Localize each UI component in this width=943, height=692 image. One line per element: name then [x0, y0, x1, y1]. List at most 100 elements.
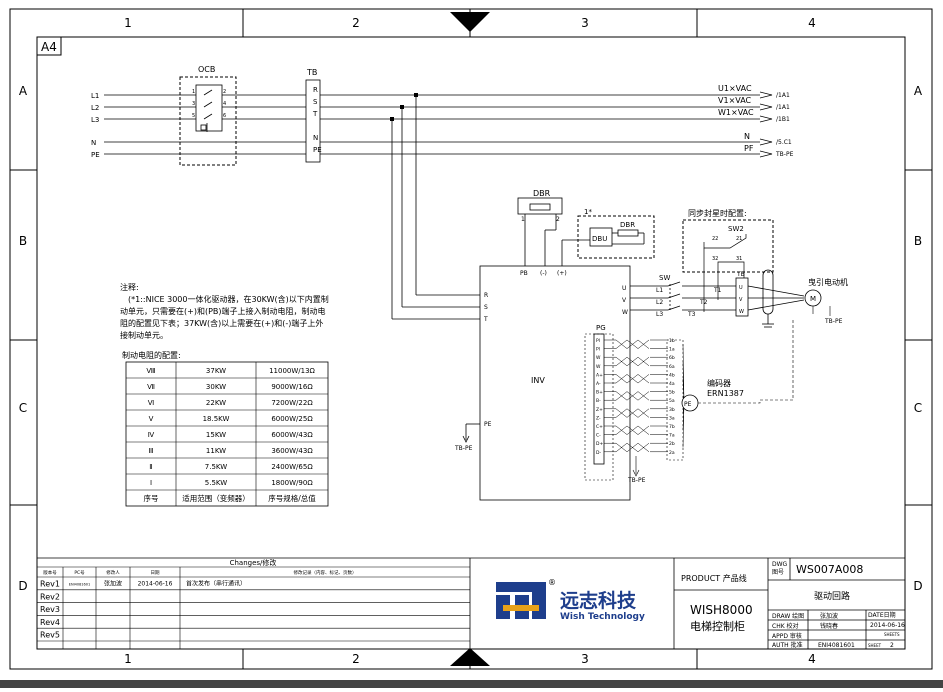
- inv-terminal-minus: (-): [540, 270, 547, 277]
- pg-pin-label: C+: [596, 424, 603, 430]
- output-ref: /1B1: [776, 116, 790, 123]
- output-ref: /1A1: [776, 104, 790, 111]
- inner-frame: [36, 36, 906, 650]
- col-label: 4: [808, 652, 816, 666]
- row-label: C: [914, 401, 922, 415]
- brake-row-index: Ⅷ: [146, 367, 155, 375]
- dbr-label: DBR: [533, 189, 551, 198]
- center-marker-top: [450, 12, 490, 32]
- motor-symbol-label: M: [810, 295, 816, 303]
- dbu-label: DBU: [592, 235, 607, 243]
- pg-pin-label: C-: [596, 433, 601, 439]
- notes-line: 接制动单元。: [120, 330, 168, 340]
- drawing-number: WS007A008: [796, 563, 863, 576]
- brake-row-index: Ⅵ: [148, 399, 154, 407]
- product-name: WISH8000: [690, 603, 753, 617]
- ocb-label: OCB: [198, 65, 215, 74]
- row-label: A: [19, 84, 28, 98]
- encoder-pin-label: 1a: [669, 347, 675, 353]
- revision-id: Rev5: [40, 631, 60, 640]
- col-label: 2: [352, 16, 360, 30]
- col-label: 3: [581, 652, 589, 666]
- sw2-contact: 22: [712, 236, 718, 242]
- dwg-label: DWG: [772, 561, 788, 568]
- brake-row-resistor: 1800W/90Ω: [271, 479, 313, 487]
- pg-pin-label: A+: [596, 372, 603, 378]
- tb-terminal: S: [313, 98, 318, 106]
- brake-row-power: 5.5KW: [205, 479, 227, 487]
- inv-terminal-s: S: [484, 304, 488, 311]
- brake-row-power: 22KW: [206, 399, 226, 407]
- brake-row-resistor: 2400W/65Ω: [271, 463, 313, 471]
- encoder-pin-label: 3a: [669, 415, 675, 421]
- sw2-contact: 21: [736, 236, 742, 242]
- outer-frame: [9, 8, 933, 670]
- pg-pin-label: W: [596, 355, 601, 361]
- sheet-title: 驱动回路: [814, 590, 850, 602]
- output-label-pe: PF: [744, 144, 754, 153]
- pg-pin-label: Z-: [596, 415, 601, 421]
- brake-row-power: 30KW: [206, 383, 226, 391]
- sheet-number: 2: [890, 642, 894, 649]
- ocb-pin: 1: [192, 89, 195, 95]
- power-input-wiring: [104, 94, 760, 320]
- encoder-pin-label: 3b: [669, 407, 675, 413]
- brake-row-resistor: 6000W/25Ω: [271, 415, 313, 423]
- revision-id: Rev1: [40, 580, 60, 589]
- brake-row-index: Ⅳ: [148, 431, 155, 439]
- inv-terminal-v: V: [622, 297, 627, 304]
- row-label: B: [19, 234, 27, 248]
- brake-row-resistor: 3600W/43Ω: [271, 447, 313, 455]
- revision-pc: ENI4081601: [69, 583, 90, 587]
- revision-column-header: 修改人: [106, 569, 120, 576]
- encoder-pin-label: 6b: [669, 355, 675, 361]
- inv-terminal-pb: PB: [520, 270, 528, 277]
- notes-heading: 注释:: [120, 282, 139, 292]
- row-label: D: [18, 579, 27, 593]
- encoder-symbol-label: PE: [684, 401, 692, 408]
- row-label: A: [914, 84, 923, 98]
- draw-label: DRAW 绘图: [772, 612, 804, 620]
- brake-table-title: 制动电阻的配置:: [122, 350, 181, 360]
- input-terminal-l2: L2: [91, 104, 99, 112]
- pg-pin-label: B+: [596, 390, 603, 396]
- input-terminal-l1: L1: [91, 92, 99, 100]
- revision-id: Rev2: [40, 592, 60, 601]
- encoder-pin-label: 4b: [669, 372, 675, 378]
- center-marker-bottom: [450, 648, 490, 666]
- sw-terminal: L2: [656, 299, 663, 306]
- inv-terminal-w: W: [622, 309, 628, 316]
- optional-mark: 1*: [584, 208, 592, 216]
- input-terminal-n: N: [91, 139, 96, 147]
- encoder-pin-label: 5b: [669, 390, 675, 396]
- motor-tb-label: TB: [736, 271, 745, 278]
- brake-row-power: 11KW: [206, 447, 226, 455]
- revision-column-header: PC号: [74, 570, 85, 576]
- tb-terminal: R: [313, 86, 318, 94]
- brake-row-resistor: 6000W/43Ω: [271, 431, 313, 439]
- pg-pin-label: Z+: [596, 407, 603, 413]
- date-label: DATE日期: [868, 611, 896, 619]
- col-label: 1: [124, 652, 132, 666]
- pg-pin-label: D+: [596, 441, 603, 447]
- ocb-pin: 2: [223, 89, 226, 95]
- output-label-u: U1×VAC: [718, 84, 752, 93]
- inv-terminal-pe: PE: [484, 421, 492, 428]
- logo-cn-text: 远志科技: [560, 589, 637, 612]
- encoder-pin-label: 6a: [669, 364, 675, 370]
- pg-pin-label: W: [596, 364, 601, 370]
- revision-column-header: 日期: [151, 570, 160, 576]
- product-label: PRODUCT 产品线: [681, 573, 747, 583]
- row-label: C: [19, 401, 27, 415]
- brake-row-power: 37KW: [206, 367, 226, 375]
- pg-pin-label: A-: [596, 381, 601, 387]
- registered-mark: ®: [548, 578, 556, 587]
- inv-terminal-u: U: [622, 285, 626, 292]
- revision-column-header: 版本号: [43, 569, 57, 576]
- row-label: D: [913, 579, 922, 593]
- inv-terminal-plus: (+): [557, 270, 567, 277]
- brake-row-index: Ⅱ: [149, 463, 152, 471]
- col-label: 2: [352, 652, 360, 666]
- inv-tb-pe: TB-PE: [454, 445, 473, 452]
- pg-tb-pe: TB-PE: [627, 477, 646, 484]
